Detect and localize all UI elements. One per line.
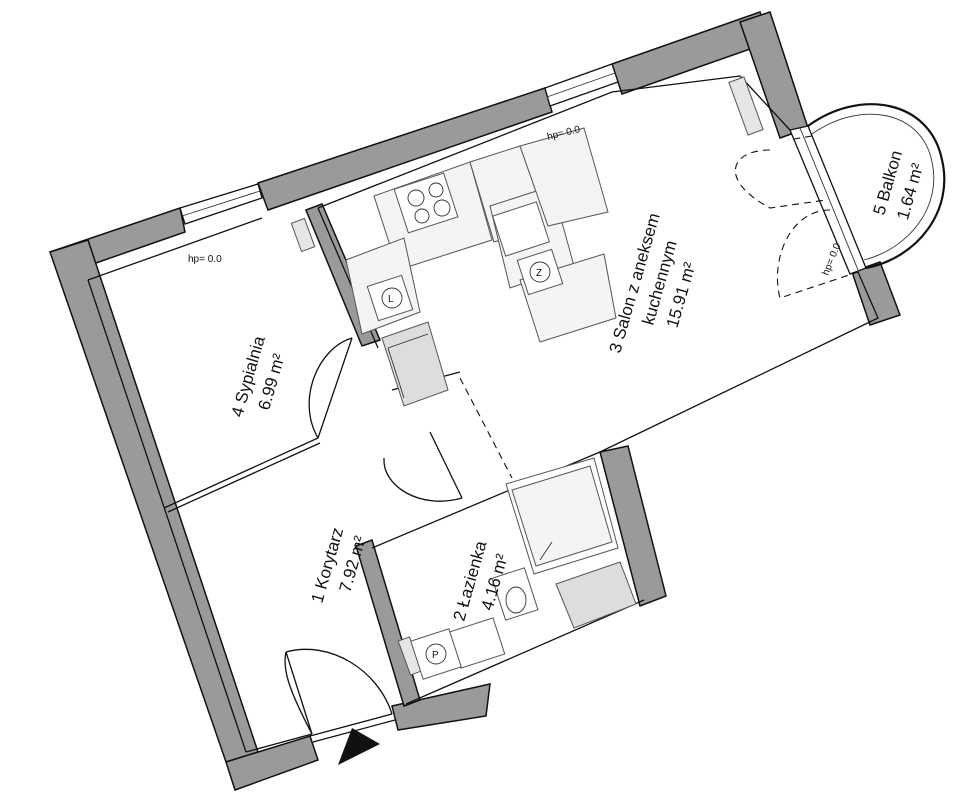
room-label-5: 5 Balkon 1.64 m² <box>870 148 928 222</box>
window-height-label-1: hp= 0.0 <box>188 254 222 265</box>
room-label-4: 4 Sypialnia 6.99 m² <box>228 333 289 419</box>
washer-letter: P <box>432 650 439 661</box>
windows <box>179 63 867 275</box>
room-label-1: 1 Korytarz 7.92 m² <box>308 525 370 605</box>
window-height-label-3: hp= 0.0 <box>821 241 844 277</box>
room-outlines <box>87 75 879 753</box>
kitchen <box>345 127 617 407</box>
radiators <box>290 76 764 676</box>
dishwasher-letter: Z <box>536 268 542 279</box>
entrance-arrow-icon <box>338 728 380 765</box>
room-label-3: 3 Salon z aneksem kuchennym 15.91 m² <box>606 211 700 355</box>
door-swings <box>284 135 859 735</box>
open-boundary-dashed <box>459 377 513 479</box>
room-1-name: 1 Korytarz <box>308 525 348 605</box>
fridge-letter: L <box>388 294 394 305</box>
bathroom-fixtures <box>410 457 637 680</box>
balcony <box>807 103 946 270</box>
